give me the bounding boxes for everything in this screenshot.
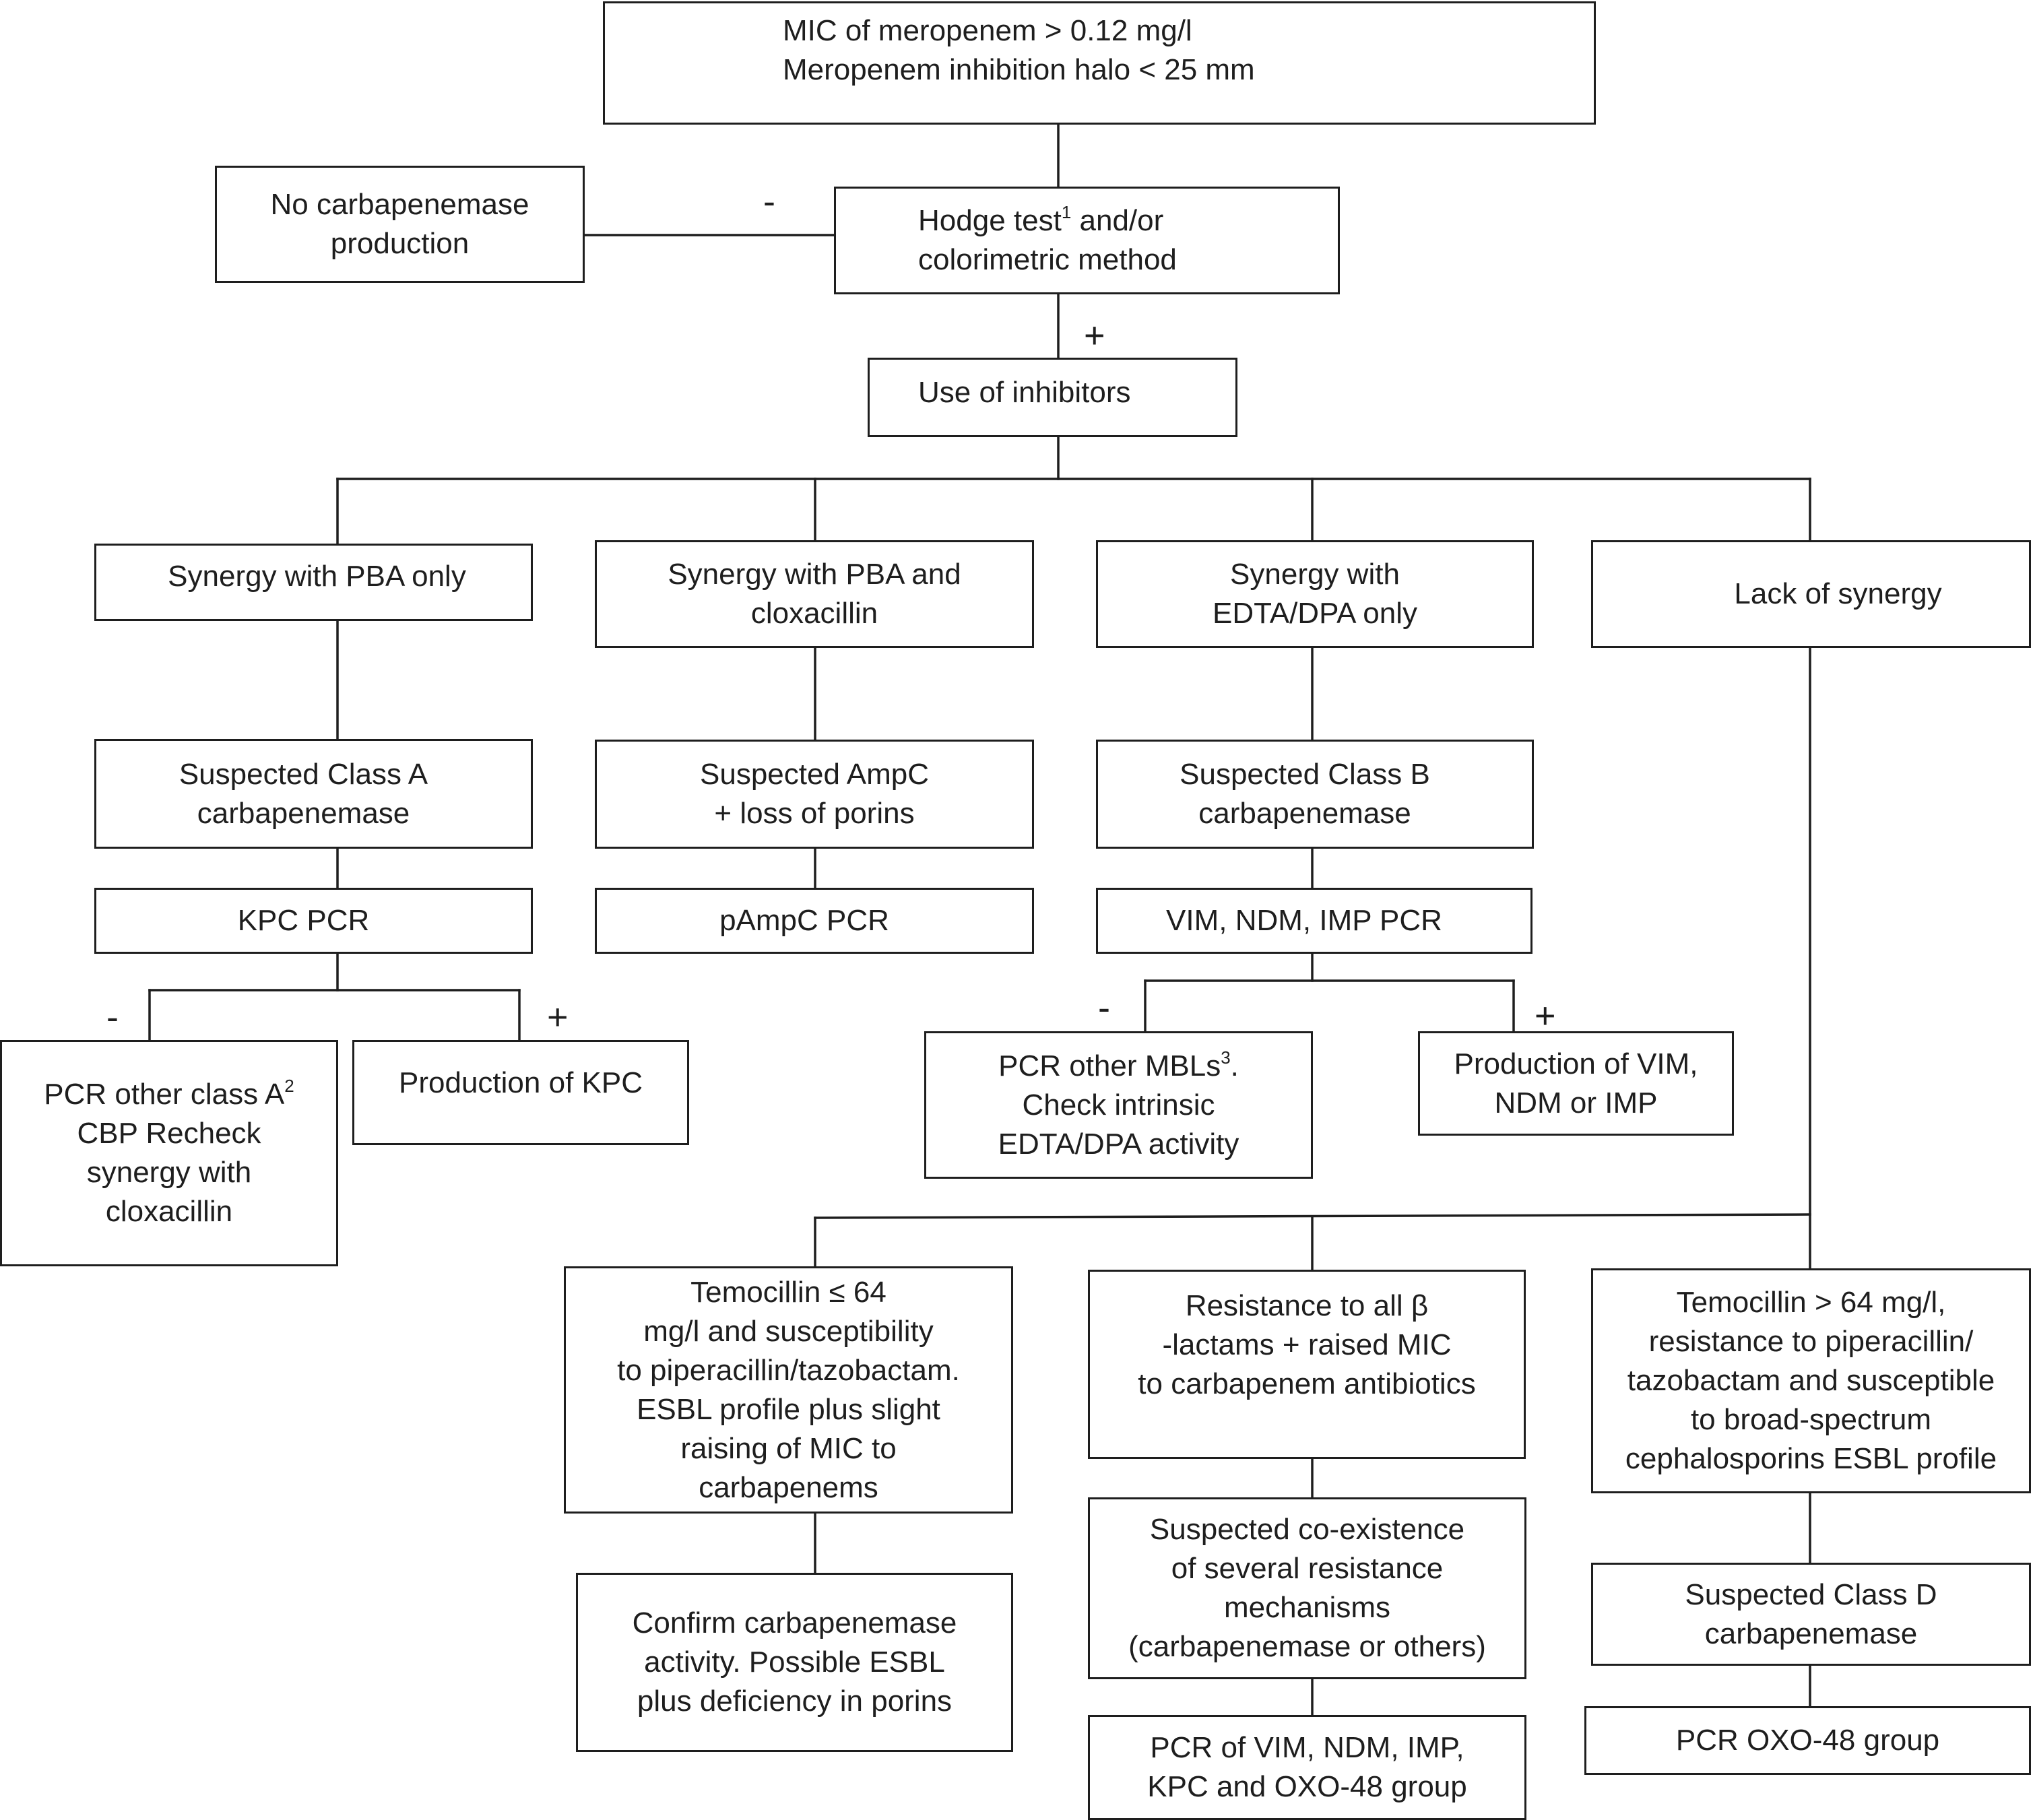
pcr-other-mbls-line-3: EDTA/DPA activity: [998, 1127, 1239, 1161]
start-criteria-box: MIC of meropenem > 0.12 mg/l Meropenem i…: [603, 1, 1596, 125]
suspected-class-b-box: Suspected Class B carbapenemase: [1096, 740, 1534, 849]
suspected-coexistence-line-2: of several resistance: [1171, 1552, 1444, 1585]
pcr-all-box: PCR of VIM, NDM, IMP, KPC and OXO-48 gro…: [1088, 1715, 1526, 1820]
vim-ndm-imp-pcr-label: VIM, NDM, IMP PCR: [1166, 904, 1442, 937]
use-of-inhibitors-label: Use of inhibitors: [918, 376, 1131, 409]
synergy-edta-dpa-line-2: EDTA/DPA only: [1212, 597, 1418, 630]
pcr-other-class-a-box: PCR other class A2 CBP Recheck synergy w…: [0, 1040, 338, 1266]
suspected-class-d-line-2: carbapenemase: [1704, 1617, 1918, 1650]
resistance-all-line-1: Resistance to all β: [1185, 1289, 1429, 1322]
pampc-pcr-box: pAmpC PCR: [595, 888, 1034, 954]
temocillin-low-line-5: raising of MIC to: [680, 1431, 897, 1465]
colorimetric-method-label: colorimetric method: [918, 243, 1177, 276]
synergy-pba-cloxacillin-box: Synergy with PBA and cloxacillin: [595, 540, 1034, 648]
pcr-all-line-2: KPC and OXO-48 group: [1147, 1770, 1467, 1803]
temocillin-low-line-3: to piperacillin/tazobactam.: [617, 1353, 960, 1387]
vim-negative-sign: -: [1098, 987, 1110, 1028]
suspected-ampc-line-2: + loss of porins: [714, 797, 915, 830]
kpc-pcr-box: KPC PCR: [94, 888, 533, 954]
synergy-pba-cloxacillin-line-2: cloxacillin: [750, 597, 878, 630]
no-carbapenemase-line-2: production: [330, 227, 470, 260]
lack-of-synergy-box: Lack of synergy: [1591, 540, 2031, 648]
pcr-other-mbls-label: PCR other MBLs: [998, 1049, 1221, 1082]
temocillin-high-line-5: cephalosporins ESBL profile: [1625, 1442, 1997, 1475]
temocillin-low-line-2: mg/l and susceptibility: [643, 1314, 934, 1348]
pampc-pcr-label: pAmpC PCR: [719, 904, 889, 937]
production-of-vim-line-2: NDM or IMP: [1494, 1086, 1658, 1119]
resistance-all-line-2: -lactams + raised MIC: [1162, 1328, 1452, 1361]
pcr-other-class-a-line-4: cloxacillin: [105, 1195, 233, 1228]
footnote-3: 3: [1221, 1047, 1231, 1068]
use-of-inhibitors-box: Use of inhibitors: [868, 358, 1237, 437]
hodge-negative-sign: -: [763, 181, 775, 222]
lack-of-synergy-label: Lack of synergy: [1734, 577, 1942, 610]
hodge-test-label: Hodge test: [918, 204, 1062, 237]
suspected-ampc-box: Suspected AmpC + loss of porins: [595, 740, 1034, 849]
temocillin-low-line-1: Temocillin ≤ 64: [690, 1275, 886, 1309]
suspected-class-a-box: Suspected Class A carbapenemase: [94, 739, 533, 849]
synergy-pba-only-label: Synergy with PBA only: [168, 560, 466, 593]
hodge-test-box: Hodge test1 and/or colorimetric method: [834, 187, 1340, 294]
confirm-carbapenemase-line-2: activity. Possible ESBL: [644, 1646, 945, 1679]
temocillin-high-line-3: tazobactam and susceptible: [1627, 1364, 1995, 1397]
connector-lower-bus: [814, 1213, 1811, 1219]
confirm-carbapenemase-line-3: plus deficiency in porins: [637, 1685, 953, 1718]
synergy-pba-only-box: Synergy with PBA only: [94, 544, 533, 621]
start-criteria-line-1: MIC of meropenem > 0.12 mg/l: [783, 14, 1192, 47]
confirm-carbapenemase-box: Confirm carbapenemase activity. Possible…: [576, 1573, 1013, 1752]
footnote-2: 2: [284, 1076, 294, 1096]
suspected-class-d-line-1: Suspected Class D: [1685, 1578, 1937, 1611]
pcr-other-class-a-line-3: synergy with: [86, 1156, 252, 1189]
suspected-class-b-line-1: Suspected Class B: [1180, 758, 1430, 791]
temocillin-low-line-4: ESBL profile plus slight: [637, 1392, 940, 1426]
confirm-carbapenemase-line-1: Confirm carbapenemase: [632, 1606, 957, 1639]
hodge-positive-sign: +: [1084, 315, 1105, 356]
kpc-positive-sign: +: [547, 997, 569, 1037]
footnote-1: 1: [1061, 202, 1072, 222]
pcr-oxo48-label: PCR OXO-48 group: [1675, 1724, 1940, 1757]
suspected-class-d-box: Suspected Class D carbapenemase: [1591, 1563, 2031, 1666]
no-carbapenemase-line-1: No carbapenemase: [270, 188, 529, 221]
suspected-class-b-line-2: carbapenemase: [1198, 797, 1411, 830]
kpc-pcr-label: KPC PCR: [237, 904, 370, 937]
pcr-other-class-a-label: PCR other class A: [44, 1078, 285, 1111]
suspected-coexistence-line-1: Suspected co-existence: [1149, 1513, 1465, 1546]
temocillin-high-box: Temocillin > 64 mg/l, resistance to pipe…: [1591, 1268, 2031, 1493]
synergy-edta-dpa-box: Synergy with EDTA/DPA only: [1096, 540, 1534, 648]
suspected-coexistence-line-4: (carbapenemase or others): [1128, 1630, 1486, 1663]
pcr-other-mbls-line-2: Check intrinsic: [1022, 1088, 1215, 1122]
pcr-oxo48-box: PCR OXO-48 group: [1584, 1706, 2031, 1775]
temocillin-high-line-4: to broad-spectrum: [1690, 1403, 1932, 1436]
start-criteria-line-2: Meropenem inhibition halo < 25 mm: [783, 53, 1255, 86]
pcr-other-mbls-period: .: [1230, 1049, 1239, 1082]
pcr-all-line-1: PCR of VIM, NDM, IMP,: [1150, 1731, 1464, 1764]
temocillin-high-line-2: resistance to piperacillin/: [1648, 1325, 1974, 1358]
suspected-coexistence-line-3: mechanisms: [1224, 1591, 1390, 1624]
temocillin-low-box: Temocillin ≤ 64 mg/l and susceptibility …: [564, 1266, 1013, 1514]
suspected-class-a-line-2: carbapenemase: [197, 796, 410, 830]
production-of-kpc-label: Production of KPC: [399, 1066, 643, 1099]
temocillin-high-line-1: Temocillin > 64 mg/l,: [1676, 1286, 1946, 1319]
suspected-ampc-line-1: Suspected AmpC: [700, 758, 929, 791]
pcr-other-mbls-box: PCR other MBLs3. Check intrinsic EDTA/DP…: [924, 1031, 1313, 1179]
production-of-kpc-box: Production of KPC: [352, 1040, 689, 1145]
suspected-class-a-line-1: Suspected Class A: [179, 757, 428, 791]
temocillin-low-line-6: carbapenems: [699, 1470, 878, 1504]
synergy-edta-dpa-line-1: Synergy with: [1230, 558, 1400, 591]
suspected-coexistence-box: Suspected co-existence of several resist…: [1088, 1497, 1526, 1679]
production-of-vim-box: Production of VIM, NDM or IMP: [1418, 1031, 1734, 1136]
resistance-all-box: Resistance to all β -lactams + raised MI…: [1088, 1270, 1526, 1459]
synergy-pba-cloxacillin-line-1: Synergy with PBA and: [668, 558, 961, 591]
vim-positive-sign: +: [1535, 996, 1556, 1036]
resistance-all-line-3: to carbapenem antibiotics: [1138, 1367, 1476, 1400]
vim-ndm-imp-pcr-box: VIM, NDM, IMP PCR: [1096, 888, 1532, 954]
hodge-test-andor: and/or: [1071, 204, 1164, 237]
kpc-negative-sign: -: [106, 997, 119, 1037]
no-carbapenemase-box: No carbapenemase production: [215, 166, 585, 283]
production-of-vim-line-1: Production of VIM,: [1454, 1047, 1698, 1080]
pcr-other-class-a-line-2: CBP Recheck: [77, 1117, 261, 1150]
